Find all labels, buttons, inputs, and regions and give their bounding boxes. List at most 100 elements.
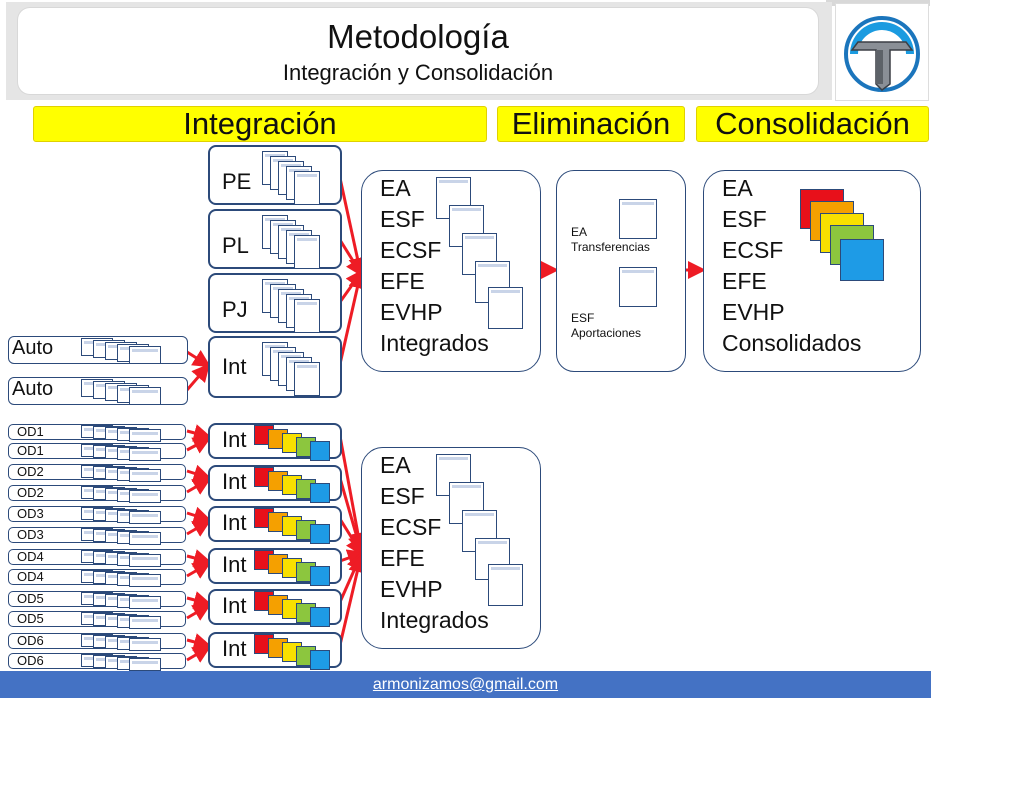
document-icon [129,574,161,587]
document-icon [129,448,161,461]
od-label: OD5 [17,611,44,626]
statement-label: EA [722,175,753,201]
color-document-icon [310,483,330,503]
od-box: OD5 [8,611,186,629]
header-eliminacion: Eliminación [497,106,685,142]
elim-item-1-line2: Transferencias [571,240,650,254]
header-integracion: Integración [33,106,487,142]
statement-label: EVHP [722,299,785,325]
statement-label: Integrados [380,607,489,633]
document-icon [294,299,320,333]
int-box: Int [208,423,342,461]
int-box: Int [208,465,342,503]
document-icon [129,346,161,364]
statement-label: EFE [722,268,767,294]
od-label: OD2 [17,485,44,500]
header-consolidacion: Consolidación [696,106,929,142]
int-label: Int [222,469,247,494]
od-box: OD5 [8,591,186,609]
color-document-icon [310,524,330,544]
od-box: OD6 [8,633,186,651]
document-icon [294,171,320,205]
od-label: OD6 [17,633,44,648]
od-box: OD3 [8,506,186,524]
elim-item-2-line1: ESF [571,311,595,325]
document-icon [129,490,161,503]
elim-item-1-line1: EA [571,225,588,239]
document-icon [129,554,161,567]
entity-box-int: Int [208,336,342,398]
statement-label: ESF [380,483,425,509]
statement-label: EVHP [380,576,443,602]
page-subtitle: Integración y Consolidación [282,60,554,85]
elim-item-1: EA Transferencias [571,225,650,255]
statement-label: EVHP [380,299,443,325]
statement-label: Integrados [380,330,489,356]
int-box: Int [208,632,342,670]
document-icon [619,199,657,239]
logo [836,4,928,100]
document-icon [129,532,161,545]
document-icon [294,235,320,269]
auto-label: Auto [12,378,54,400]
statement-label: EA [380,175,411,201]
statement-label: ECSF [380,514,442,540]
int-box: Int [208,506,342,544]
int-box: Int [208,589,342,627]
entity-label-pj: PJ [222,297,248,322]
color-document-icon [310,607,330,627]
eliminacion-box: EA Transferencias ESF Aportaciones [556,170,686,372]
entity-label-int: Int [222,354,247,379]
tasse-logo-icon [844,16,920,92]
entity-box-pe: PE [208,145,342,205]
od-box: OD4 [8,549,186,567]
title-box [18,8,818,94]
title-strip [826,0,930,6]
elim-item-2: ESF Aportaciones [571,311,641,341]
elim-item-2-line2: Aportaciones [571,326,642,340]
document-icon [129,596,161,609]
auto-box: Auto [8,377,188,405]
od-label: OD4 [17,549,44,564]
document-icon [129,511,161,524]
od-label: OD1 [17,443,44,458]
color-document-icon [310,441,330,461]
footer-email-link[interactable]: armonizamos@gmail.com [372,676,559,693]
statement-label: ECSF [380,237,442,263]
statement-label: EA [380,452,411,478]
entity-box-pj: PJ [208,273,342,333]
document-icon [129,429,161,442]
od-box: OD6 [8,653,186,671]
page-title: Metodología [327,18,509,55]
document-icon [129,658,161,671]
integrados-list-bottom: EA ESF ECSF EFE EVHP Integrados [380,450,489,636]
auto-label: Auto [12,337,54,359]
statement-label: Consolidados [722,330,862,356]
footer-bar: armonizamos@gmail.com [0,671,931,698]
document-icon [129,638,161,651]
int-label: Int [222,593,247,618]
od-box: OD4 [8,569,186,587]
int-label: Int [222,552,247,577]
document-icon [488,564,523,606]
statement-label: ESF [380,206,425,232]
consolidados-list: EA ESF ECSF EFE EVHP Consolidados [722,173,861,359]
statement-label: ESF [722,206,767,232]
document-icon [129,469,161,482]
document-icon [129,387,161,405]
consolidados-box: EA ESF ECSF EFE EVHP Consolidados [703,170,921,372]
od-label: OD6 [17,653,44,668]
od-label: OD3 [17,527,44,542]
document-icon-blue [840,239,884,281]
int-label: Int [222,510,247,535]
od-label: OD2 [17,464,44,479]
od-label: OD4 [17,569,44,584]
document-icon [129,616,161,629]
document-icon [619,267,657,307]
color-document-icon [310,650,330,670]
entity-label-pe: PE [222,169,252,194]
color-document-icon [310,566,330,586]
integrados-box-bottom: EA ESF ECSF EFE EVHP Integrados [361,447,541,649]
document-icon [488,287,523,329]
